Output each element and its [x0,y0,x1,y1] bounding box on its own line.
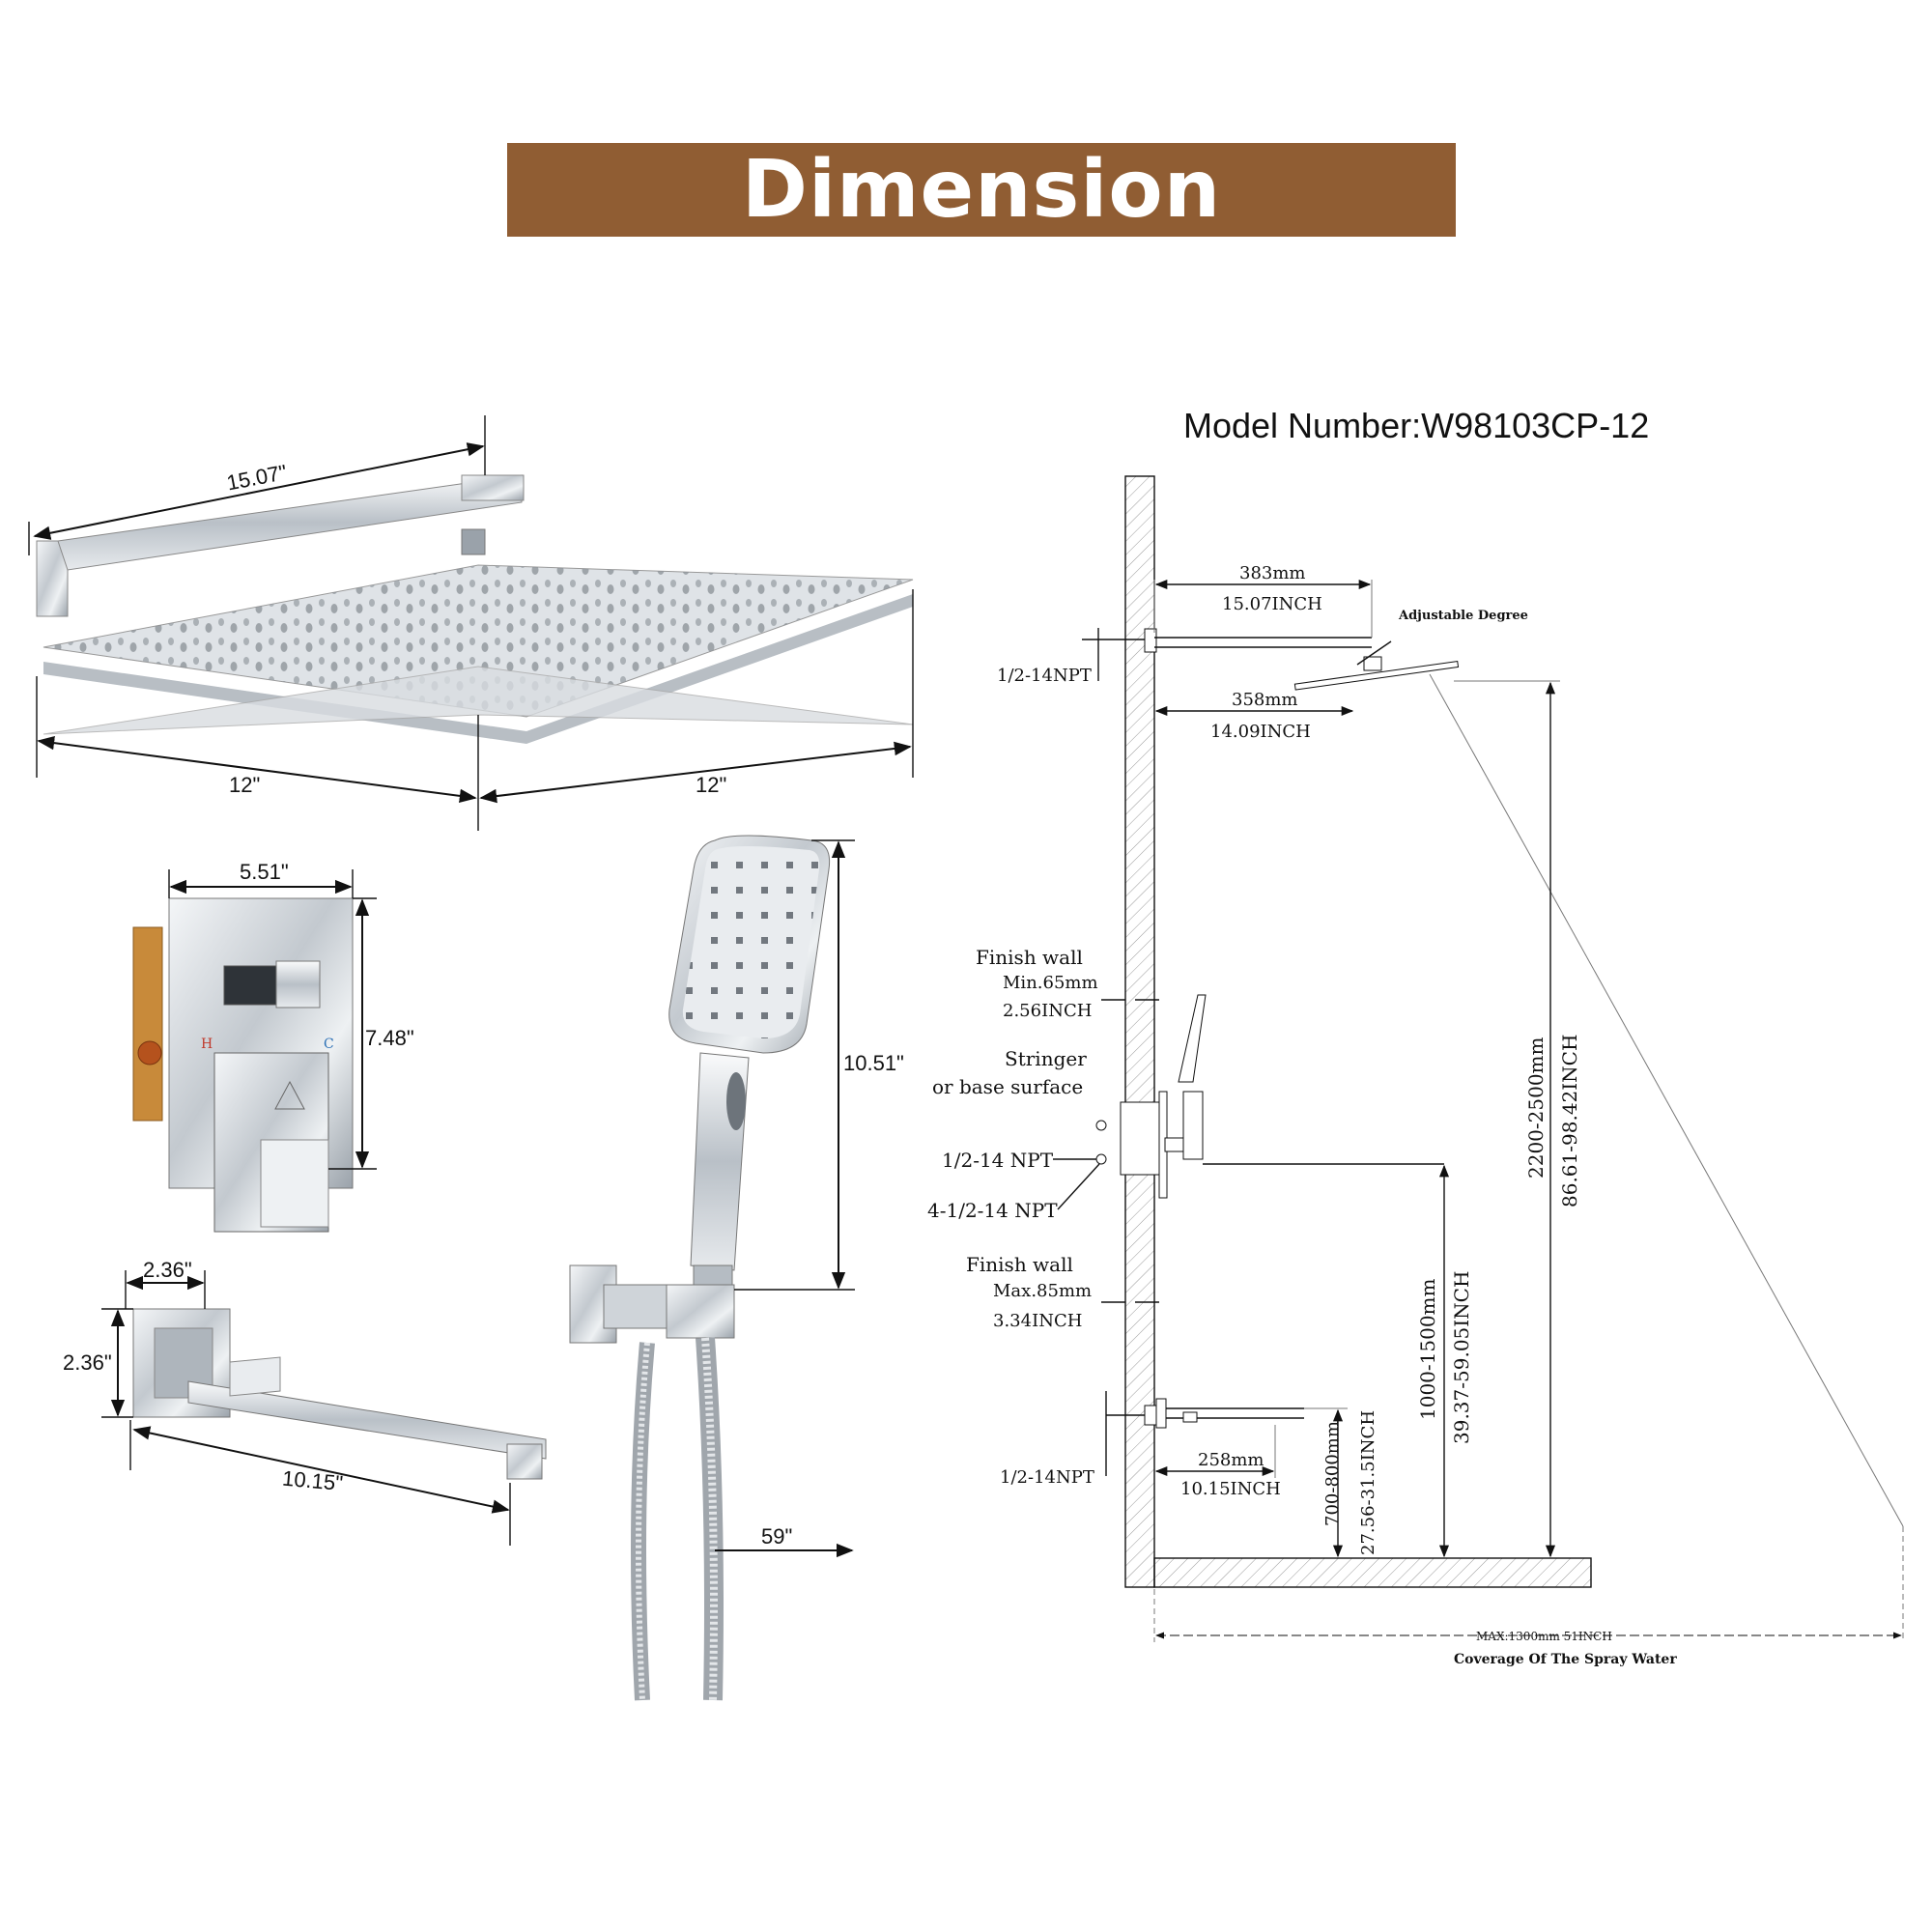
head-height-mm-label: 2200-2500mm [1524,1037,1548,1179]
title-banner: Dimension [507,143,1456,237]
spout-height-label: 2.36" [63,1350,112,1375]
spout-inch-label: 10.15INCH [1180,1479,1281,1499]
head-mm-label: 358mm [1232,690,1298,710]
valve-height-inch-label: 39.37-59.05INCH [1450,1271,1473,1444]
valve-illustration [132,897,354,1233]
spout-length-dimension-line [132,1426,510,1514]
adjustable-degree-label: Adjustable Degree [1398,609,1528,623]
finish-wall-max-inch: 3.34INCH [993,1311,1082,1331]
page-title: Dimension [741,144,1222,236]
hand-shower-illustration [569,835,831,1701]
base-surface-label: or base surface [932,1075,1083,1098]
head-height-inch-label: 86.61-98.42INCH [1558,1035,1581,1208]
finish-wall-min-mm: Min.65mm [1003,973,1098,993]
stringer-label: Stringer [1005,1047,1087,1070]
spout-mm-label: 258mm [1198,1450,1264,1470]
hose-length-label: 59" [761,1524,792,1548]
hand-shower-length-label: 10.51" [843,1051,904,1075]
cold-mark: C [324,1037,334,1052]
npt-mid-label: 1/2-14 NPT [942,1149,1054,1172]
finish-wall-min-inch: 2.56INCH [1003,1001,1092,1021]
floor-section [1153,1557,1592,1588]
coverage-label: Coverage Of The Spray Water [1454,1652,1677,1667]
finish-wall-max-label: Finish wall [966,1253,1073,1276]
spout-height-mm-label: 700-800mm [1322,1421,1343,1526]
arm-length-label: 15.07" [224,460,288,496]
spout-length-label: 10.15" [281,1466,344,1495]
arm-inch-label: 15.07INCH [1222,594,1322,614]
spout-illustration [132,1308,547,1480]
installation-diagram: 383mm 15.07INCH 358mm 14.09INCH Adjustab… [927,475,1904,1667]
hot-mark: H [201,1037,213,1052]
npt-4-label: 4-1/2-14 NPT [927,1199,1058,1222]
arm-length-dimension-line [33,442,485,540]
npt-top-label: 1/2-14NPT [997,666,1092,686]
valve-height-label: 7.48" [365,1026,414,1050]
head-width-left-label: 12" [229,773,260,797]
model-number: Model Number:W98103CP-12 [1183,406,1650,445]
finish-wall-max-mm: Max.85mm [993,1281,1092,1301]
finish-wall-min-label: Finish wall [976,946,1083,969]
spout-width-label: 2.36" [143,1258,192,1282]
wall-section [1124,475,1155,1588]
arm-mm-label: 383mm [1239,563,1306,583]
coverage-max-label: MAX:1300mm 51INCH [1476,1630,1612,1643]
valve-width-label: 5.51" [240,860,289,884]
head-inch-label: 14.09INCH [1210,722,1311,742]
npt-bottom-label: 1/2-14NPT [1000,1467,1094,1488]
head-width-left-dimension-line [37,735,477,804]
valve-height-mm-label: 1000-1500mm [1416,1278,1439,1420]
spout-height-inch-label: 27.56-31.5INCH [1358,1410,1378,1555]
shower-head-illustration [36,474,914,744]
head-width-right-dimension-line [479,741,912,804]
head-width-right-label: 12" [696,773,726,797]
